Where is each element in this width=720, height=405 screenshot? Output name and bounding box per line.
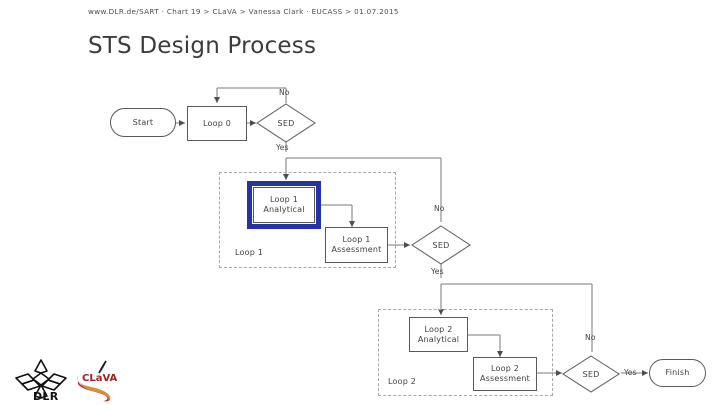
node-loop2-assessment-label-1: Loop 2	[490, 364, 520, 373]
edge-label-sed1-no: No	[279, 88, 290, 97]
node-sed-1[interactable]: SED	[256, 103, 316, 143]
node-loop2-assessment-label-2: Assessment	[480, 374, 530, 383]
node-loop1-assessment[interactable]: Loop 1 Assessment	[325, 227, 388, 263]
edge-label-sed3-yes: Yes	[624, 368, 637, 377]
node-sed-1-label: SED	[277, 118, 295, 128]
group-loop2	[378, 309, 553, 396]
node-loop0[interactable]: Loop 0	[187, 106, 247, 141]
edge-label-sed2-no: No	[434, 204, 445, 213]
node-finish-label: Finish	[665, 368, 690, 377]
node-start-label: Start	[132, 117, 154, 127]
edge-label-sed2-yes: Yes	[431, 267, 444, 276]
group-loop1	[219, 172, 396, 268]
node-loop1-analytical[interactable]: Loop 1 Analytical	[253, 187, 315, 223]
node-loop2-analytical-label-2: Analytical	[417, 334, 460, 344]
page-title: STS Design Process	[88, 33, 317, 59]
group-loop1-label: Loop 1	[235, 248, 264, 257]
node-loop2-analytical-label-1: Loop 2	[424, 324, 453, 334]
node-loop1-assessment-label-1: Loop 1	[342, 235, 371, 244]
node-loop0-label: Loop 0	[202, 118, 232, 128]
node-loop2-analytical[interactable]: Loop 2 Analytical	[409, 317, 468, 352]
breadcrumb: www.DLR.de/SART · Chart 19 > CLaVA > Van…	[88, 7, 399, 16]
node-loop2-assessment[interactable]: Loop 2 Assessment	[473, 357, 537, 391]
edge-label-sed1-yes: Yes	[276, 143, 289, 152]
clava-logo-text: CLaVA	[82, 373, 118, 384]
node-loop1-analytical-label-1: Loop 1	[269, 195, 298, 204]
dlr-logo-text: DLR	[33, 390, 59, 403]
node-finish[interactable]: Finish	[649, 359, 706, 387]
dlr-logo-icon	[15, 359, 67, 399]
node-sed-2[interactable]: SED	[411, 225, 471, 265]
clava-logo-icon: CLaVA	[77, 360, 118, 402]
group-loop2-label: Loop 2	[388, 377, 417, 386]
node-sed-2-label: SED	[432, 240, 450, 250]
node-sed-3-label: SED	[582, 369, 600, 379]
edge-label-sed3-no: No	[585, 333, 596, 342]
node-loop1-analytical-label-2: Analytical	[263, 205, 305, 214]
node-start[interactable]: Start	[110, 108, 176, 137]
node-sed-3[interactable]: SED	[562, 355, 620, 393]
node-loop1-assessment-label-2: Assessment	[331, 245, 382, 254]
